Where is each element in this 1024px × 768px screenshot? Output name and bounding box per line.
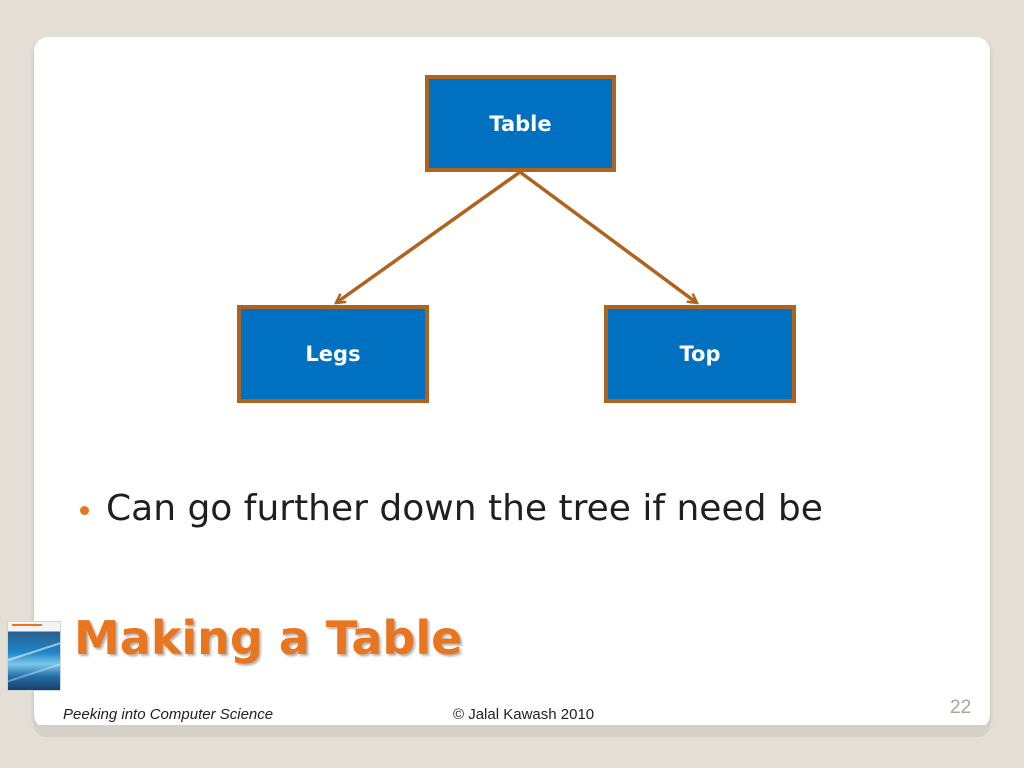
node-top: Top bbox=[604, 305, 796, 403]
node-table: Table bbox=[425, 75, 616, 172]
bullet-item: Can go further down the tree if need be bbox=[80, 488, 823, 529]
node-top-label: Top bbox=[679, 342, 721, 366]
bullet-dot-icon bbox=[80, 505, 89, 515]
node-legs-label: Legs bbox=[305, 342, 361, 366]
footer-book-title: Peeking into Computer Science bbox=[63, 706, 274, 723]
book-cover-icon bbox=[7, 621, 61, 691]
page-number: 22 bbox=[950, 697, 972, 718]
bullet-text: Can go further down the tree if need be bbox=[106, 488, 823, 529]
slide-card-shadow bbox=[34, 725, 990, 737]
node-table-label: Table bbox=[489, 111, 552, 136]
slide-title: Making a Table bbox=[74, 611, 463, 665]
footer-copyright: © Jalal Kawash 2010 bbox=[453, 706, 595, 723]
node-legs: Legs bbox=[237, 305, 429, 403]
